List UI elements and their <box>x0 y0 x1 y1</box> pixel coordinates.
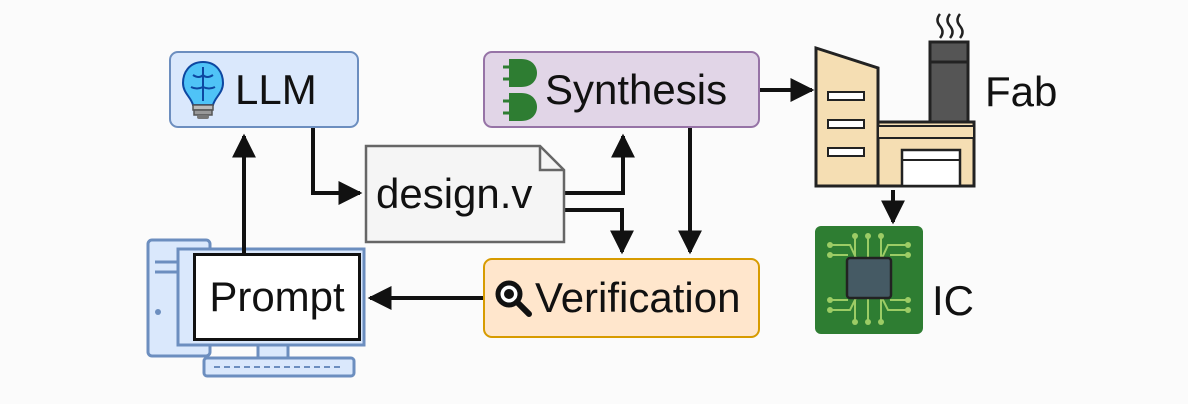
prompt-node: Prompt <box>193 253 361 341</box>
factory-icon <box>814 13 976 188</box>
edge-llm-design <box>311 128 363 205</box>
edges <box>232 78 905 310</box>
logic-gate-icon <box>503 58 537 121</box>
prompt-label: Prompt <box>209 273 345 320</box>
edge-design-verification <box>565 208 634 255</box>
ic-label: IC <box>932 277 974 324</box>
chip-icon <box>815 226 923 334</box>
fab-label: Fab <box>985 68 1058 115</box>
brain-bulb-icon <box>181 60 225 119</box>
design-file-shape <box>364 144 566 244</box>
synthesis-node: Synthesis <box>483 51 760 128</box>
verification-label: Verification <box>535 274 741 321</box>
verification-node: Verification <box>483 258 760 338</box>
llm-node: LLM <box>169 51 359 128</box>
edge-design-synthesis <box>565 133 635 195</box>
magnifier-icon <box>495 280 532 317</box>
design-file-label: design.v <box>376 170 533 217</box>
synthesis-label: Synthesis <box>545 65 728 113</box>
llm-label: LLM <box>235 65 317 113</box>
